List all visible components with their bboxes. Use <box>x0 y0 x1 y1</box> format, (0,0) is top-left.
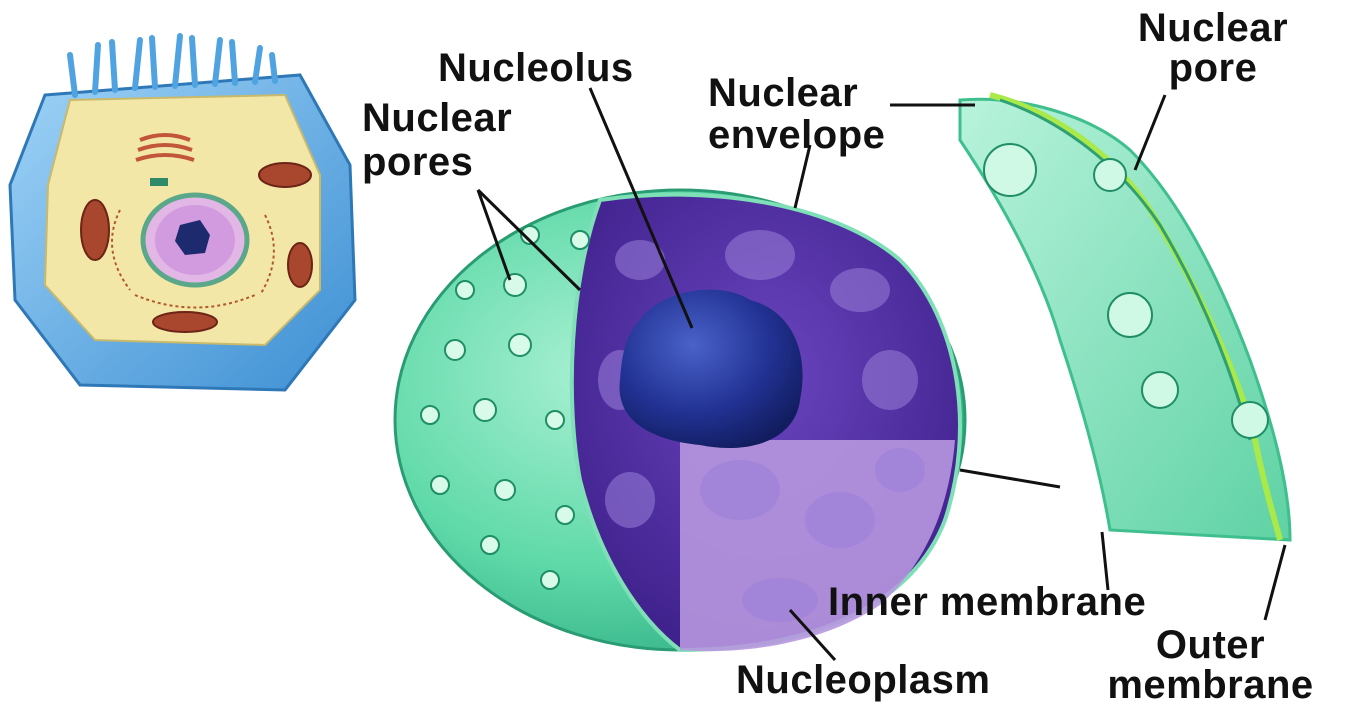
leader-outer-membrane <box>1265 545 1285 620</box>
envelope-fragment <box>960 95 1290 540</box>
label-nuclear-envelope: Nuclear envelope <box>708 72 938 156</box>
label-nuclear-envelope-text: Nuclear envelope <box>708 72 938 156</box>
label-nuclear-pores: Nuclear pores <box>362 96 552 184</box>
label-nuclear-pore-text: Nuclear pore <box>1113 8 1313 88</box>
nucleolus-body <box>620 290 803 448</box>
mitochondrion <box>259 163 311 187</box>
label-nuclear-pore: Nuclear pore <box>1108 8 1318 88</box>
label-outer-membrane-text: Outer membrane <box>1081 625 1341 705</box>
label-nucleoplasm: Nucleoplasm <box>736 660 990 700</box>
mitochondrion <box>81 200 109 260</box>
label-outer-membrane: Outer membrane <box>1078 625 1343 705</box>
mitochondrion <box>288 243 312 287</box>
label-nucleolus: Nucleolus <box>438 48 634 88</box>
vesicle <box>150 178 168 186</box>
leader-nuclear-pore <box>1135 95 1165 170</box>
label-nuclear-pores-text: Nuclear pores <box>362 96 552 184</box>
mitochondrion <box>153 312 217 332</box>
label-inner-membrane: Inner membrane <box>828 582 1146 622</box>
leader-membrane-connector <box>960 470 1060 487</box>
cell-illustration <box>10 36 355 390</box>
